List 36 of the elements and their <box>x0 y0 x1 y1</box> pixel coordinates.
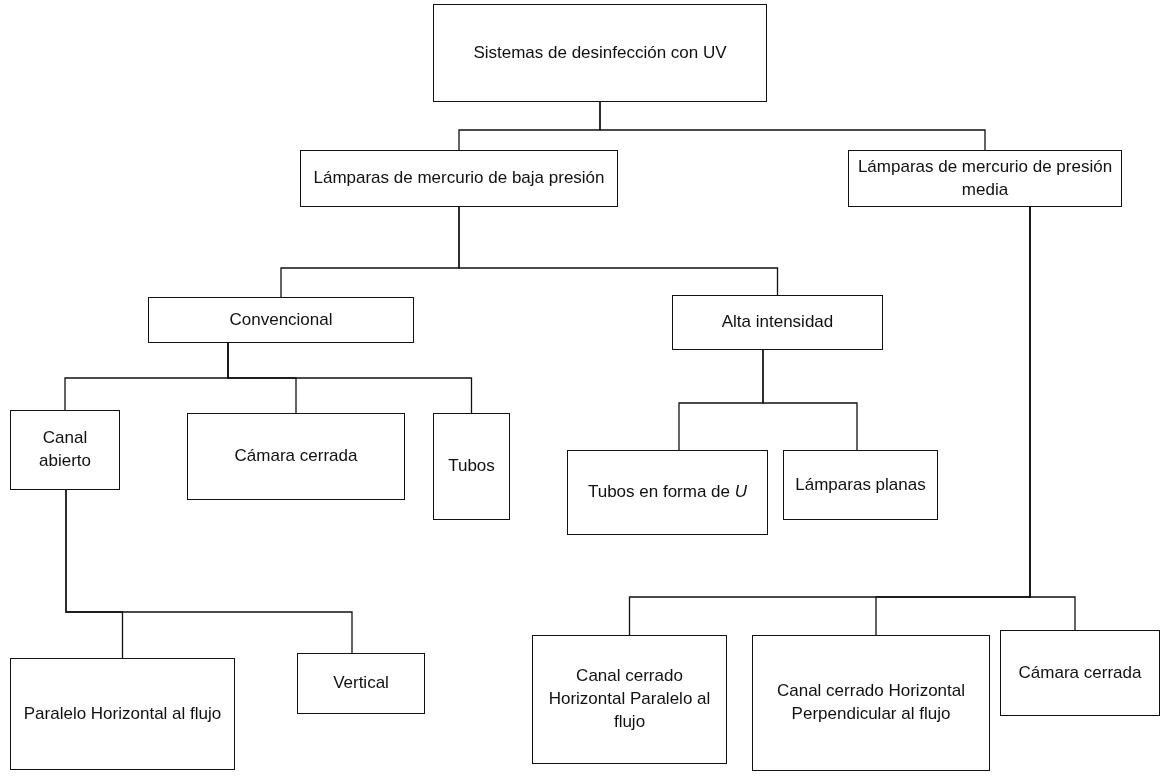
box-label: Tubos <box>448 455 495 478</box>
category-box <box>10 658 235 770</box>
box-label: Lámparas planas <box>795 473 926 496</box>
box-label: Canal abierto <box>38 427 92 472</box>
box-label: Convencional <box>229 308 333 331</box>
box-label: Canal cerrado Horizontal Paralelo al flujo <box>547 665 712 733</box>
box-label: Cámara cerrada <box>234 445 358 468</box>
box-label: Sistemas de desinfección con UV <box>473 41 727 64</box>
connector-line <box>227 342 473 414</box>
category-box <box>148 297 414 343</box>
box-label: Lámparas de mercurio de presión media <box>856 155 1114 201</box>
box-label: Tubos en forma de U <box>587 481 748 504</box>
category-box <box>783 450 938 520</box>
box-label: Lámparas de mercurio de baja presión <box>313 167 605 190</box>
category-box <box>10 410 120 490</box>
category-box <box>187 413 405 500</box>
connector-line <box>65 489 353 654</box>
category-box <box>433 413 510 520</box>
box-label: Paralelo Horizontal al flujo <box>23 702 222 725</box>
box-label: Cámara cerrada <box>1018 661 1142 684</box>
category-box <box>752 635 990 771</box>
category-box <box>1000 630 1160 716</box>
category-box <box>848 150 1122 207</box>
connector-line <box>599 101 986 151</box>
box-label: Vertical <box>333 672 389 695</box>
category-box <box>672 295 883 350</box>
connector-line <box>1029 206 1076 631</box>
category-box <box>300 150 618 207</box>
category-box <box>532 635 727 764</box>
box-label: Canal cerrado Horizontal Perpendicular al flujo <box>775 680 966 725</box>
box-label: Alta intensidad <box>721 311 834 334</box>
category-box <box>567 450 768 535</box>
connector-line <box>458 206 779 296</box>
category-box <box>433 4 767 102</box>
connector-line <box>762 349 858 451</box>
category-box <box>297 653 425 714</box>
